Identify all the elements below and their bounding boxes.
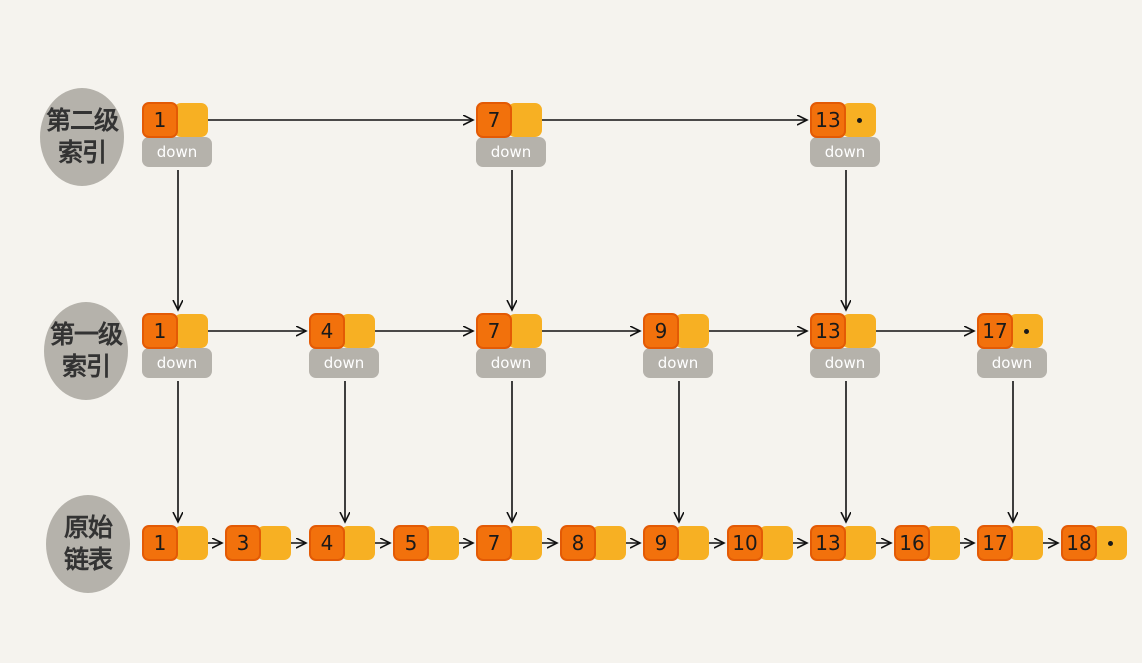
node-next-pointer: [759, 526, 793, 560]
node-next-pointer: [842, 103, 876, 137]
node-down-pointer: down: [643, 348, 713, 378]
node-value: 7: [476, 102, 512, 138]
node-next-pointer: [257, 526, 291, 560]
null-pointer-dot: [1108, 541, 1113, 546]
node-next-pointer: [508, 314, 542, 348]
node-next-pointer: [508, 526, 542, 560]
node-next-pointer: [675, 526, 709, 560]
node-next-pointer: [1009, 314, 1043, 348]
node-next-pointer: [842, 526, 876, 560]
node-next-pointer: [174, 526, 208, 560]
node-next-pointer: [842, 314, 876, 348]
null-pointer-dot: [1024, 329, 1029, 334]
node-down-pointer: down: [476, 348, 546, 378]
node-down-pointer: down: [142, 137, 212, 167]
node-value: 7: [476, 313, 512, 349]
node-next-pointer: [1009, 526, 1043, 560]
node-value: 9: [643, 313, 679, 349]
node-value: 5: [393, 525, 429, 561]
node-value: 18: [1061, 525, 1097, 561]
label-level1-index: 第一级 索引: [44, 302, 128, 400]
node-down-pointer: down: [810, 137, 880, 167]
node-next-pointer: [174, 314, 208, 348]
label-level1-line1: 第一级: [49, 320, 123, 349]
node-value: 13: [810, 102, 846, 138]
null-pointer-dot: [857, 118, 862, 123]
label-base-list: 原始 链表: [46, 495, 130, 593]
node-next-pointer: [174, 103, 208, 137]
node-value: 3: [225, 525, 261, 561]
node-down-pointer: down: [309, 348, 379, 378]
node-next-pointer: [425, 526, 459, 560]
node-down-pointer: down: [142, 348, 212, 378]
node-value: 13: [810, 313, 846, 349]
node-next-pointer: [926, 526, 960, 560]
node-next-pointer: [341, 526, 375, 560]
node-down-pointer: down: [977, 348, 1047, 378]
label-level1-line2: 索引: [61, 352, 111, 381]
node-next-pointer: [592, 526, 626, 560]
node-value: 13: [810, 525, 846, 561]
label-level2-index: 第二级 索引: [40, 88, 124, 186]
label-level2-line2: 索引: [57, 138, 107, 167]
node-value: 4: [309, 525, 345, 561]
node-value: 7: [476, 525, 512, 561]
node-value: 1: [142, 525, 178, 561]
node-value: 1: [142, 313, 178, 349]
node-value: 10: [727, 525, 763, 561]
node-value: 8: [560, 525, 596, 561]
node-next-pointer: [675, 314, 709, 348]
node-value: 9: [643, 525, 679, 561]
node-next-pointer: [508, 103, 542, 137]
label-base-line2: 链表: [63, 545, 113, 574]
node-next-pointer: [1093, 526, 1127, 560]
label-level2-line1: 第二级: [45, 106, 119, 135]
node-next-pointer: [341, 314, 375, 348]
node-value: 1: [142, 102, 178, 138]
label-base-line1: 原始: [63, 513, 113, 542]
node-value: 4: [309, 313, 345, 349]
node-value: 17: [977, 313, 1013, 349]
node-value: 17: [977, 525, 1013, 561]
node-down-pointer: down: [476, 137, 546, 167]
node-value: 16: [894, 525, 930, 561]
node-down-pointer: down: [810, 348, 880, 378]
